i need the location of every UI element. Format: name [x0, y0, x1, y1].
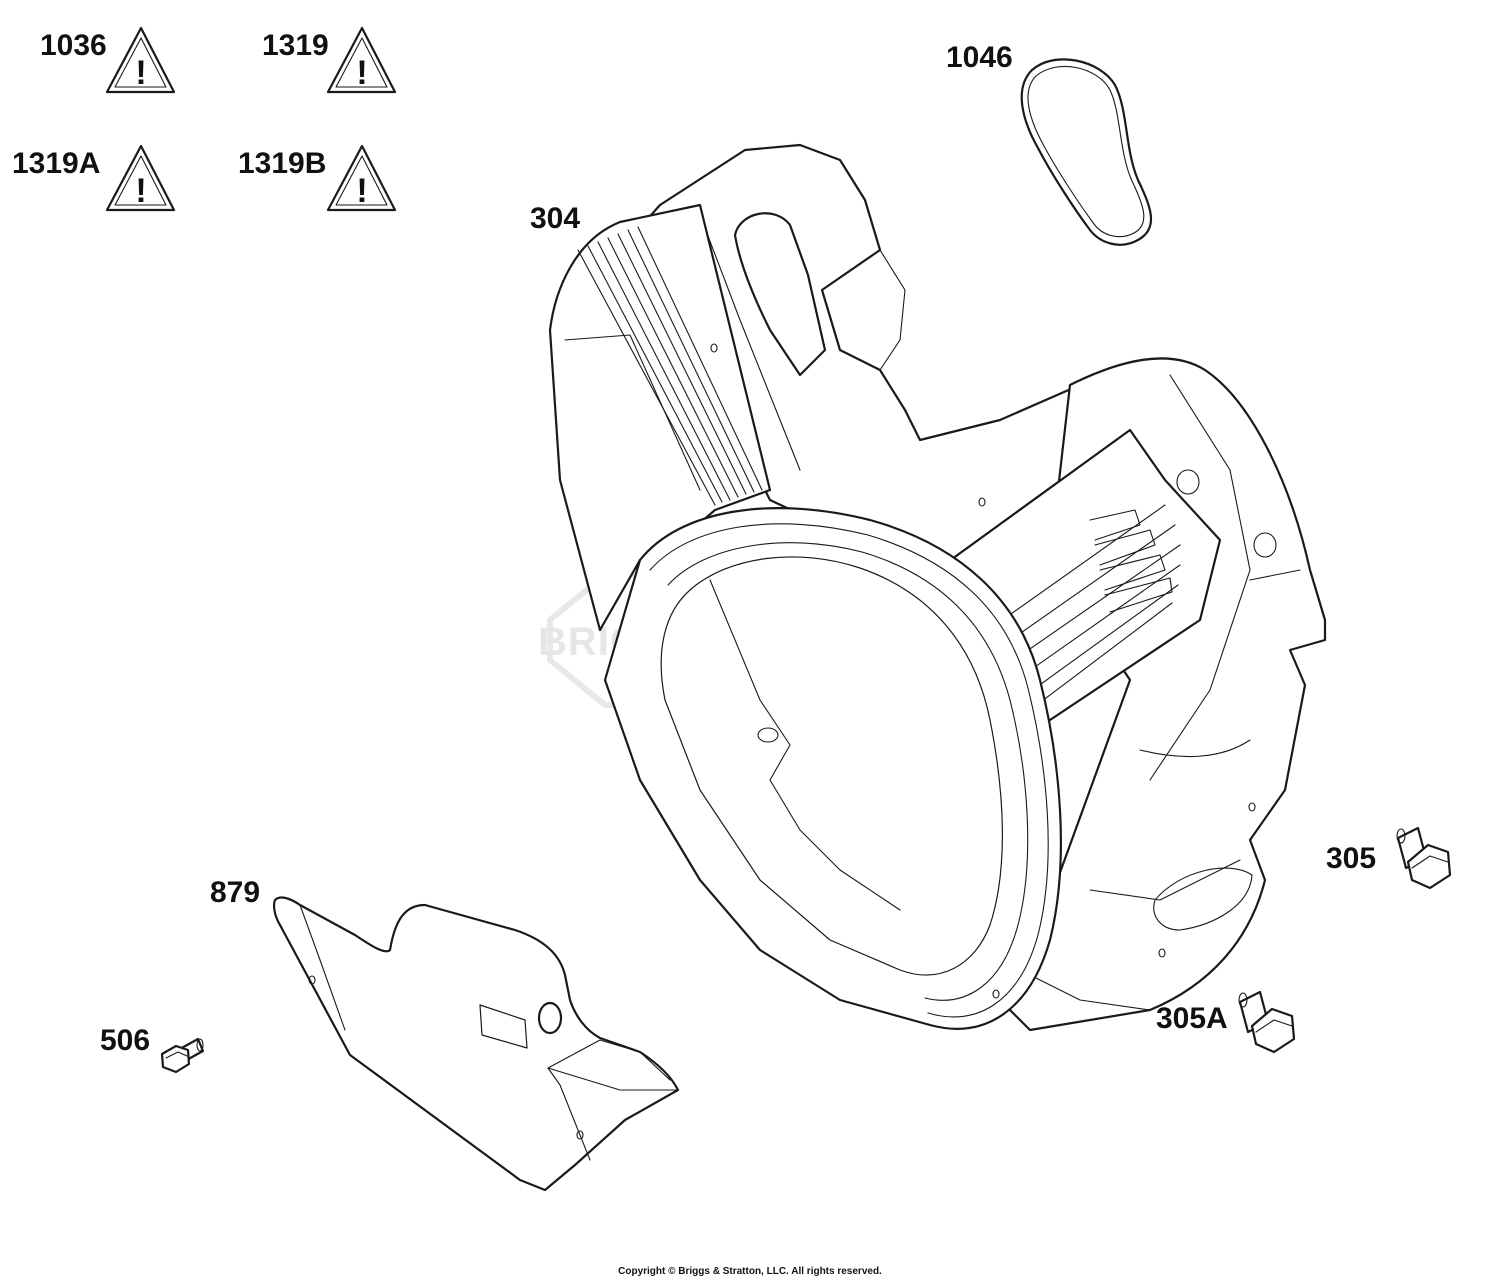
warning-icon-1319b: !	[326, 144, 397, 212]
part-label-305: 305	[1326, 842, 1376, 875]
part-879-shield-drawing	[272, 896, 680, 1192]
part-label-1046: 1046	[946, 41, 1013, 74]
warning-icon-mark: !	[135, 172, 146, 210]
warning-icon-mark: !	[135, 54, 146, 92]
warning-label-1036: 1036	[40, 29, 107, 62]
part-304-blower-housing-drawing	[548, 143, 1327, 1032]
part-label-305a: 305A	[1156, 1002, 1228, 1035]
warning-label-1319b: 1319B	[238, 147, 326, 180]
warning-icon-1319: !	[326, 26, 397, 94]
warning-label-1319: 1319	[262, 29, 329, 62]
copyright-notice: Copyright © Briggs & Stratton, LLC. All …	[618, 1266, 882, 1277]
warning-icon-1036: !	[105, 26, 176, 94]
part-305-bolt-drawing	[1396, 826, 1452, 890]
part-506-screw-drawing	[160, 1037, 205, 1074]
warning-icon-mark: !	[356, 172, 367, 210]
part-label-879: 879	[210, 876, 260, 909]
part-1046-seal-drawing	[1020, 58, 1153, 246]
part-305a-bolt-drawing	[1238, 990, 1296, 1054]
warning-icon-mark: !	[356, 54, 367, 92]
part-label-506: 506	[100, 1024, 150, 1057]
warning-label-1319a: 1319A	[12, 147, 100, 180]
warning-icon-1319a: !	[105, 144, 176, 212]
part-label-304: 304	[530, 202, 580, 235]
